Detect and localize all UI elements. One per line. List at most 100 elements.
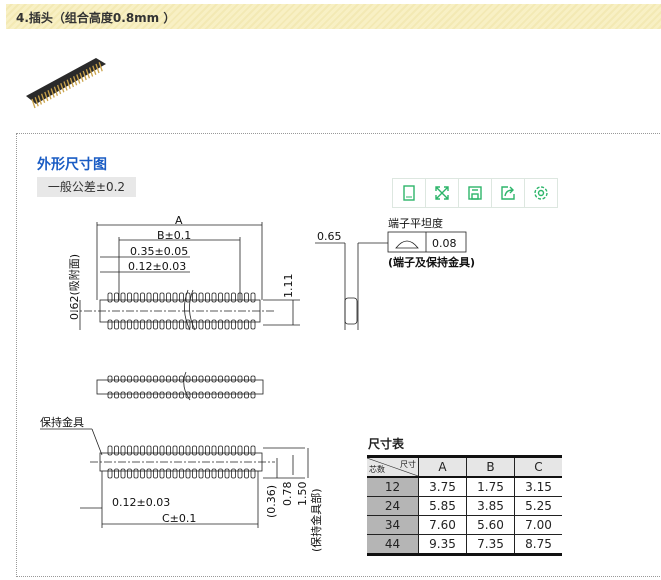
terminal-pin	[179, 375, 184, 383]
terminal-pin	[166, 468, 171, 479]
corner-row-label: 芯数	[369, 465, 385, 474]
product-pin	[63, 81, 68, 91]
terminal-pin	[185, 445, 191, 456]
terminal-pin	[218, 445, 223, 456]
column-header: A	[418, 456, 467, 478]
terminal-pin	[107, 319, 113, 330]
terminal-pin	[211, 468, 217, 479]
terminal-pin	[159, 319, 165, 330]
section-header-title: 4.插头（组合高度0.8mm ）	[16, 11, 176, 25]
share-button[interactable]	[492, 179, 525, 207]
tablet-icon	[403, 185, 415, 201]
product-pin	[76, 74, 81, 84]
terminal-pin	[127, 468, 132, 479]
terminal-pin	[231, 391, 236, 399]
terminal-pin	[172, 375, 178, 383]
terminal-pin	[172, 391, 178, 399]
terminal-pin	[224, 292, 230, 303]
table-header-row: 芯数 尺寸 A B C	[367, 456, 562, 478]
product-pin	[79, 72, 84, 82]
section-header: 4.插头（组合高度0.8mm ）	[6, 4, 661, 29]
terminal-pin	[237, 468, 243, 479]
terminal-pin	[185, 468, 191, 479]
product-pin	[60, 83, 65, 93]
product-image	[26, 58, 106, 109]
terminal-pin	[237, 445, 243, 456]
flatness-note: (端子及保持金具)	[388, 255, 475, 269]
product-pin	[95, 63, 100, 74]
terminal-pin	[224, 375, 230, 383]
terminal-pin	[120, 468, 126, 479]
terminal-pin	[192, 468, 197, 479]
terminal-pin	[205, 391, 210, 399]
product-pin	[37, 95, 43, 105]
terminal-pin	[192, 292, 197, 303]
terminal-pin	[185, 391, 191, 399]
terminal-pin	[172, 468, 178, 479]
dim-a: A	[175, 214, 183, 227]
product-pin	[88, 67, 94, 77]
terminal-pin	[198, 391, 204, 399]
cell-b: 1.75	[466, 477, 515, 497]
terminal-pin	[218, 391, 223, 399]
share-icon	[501, 186, 515, 200]
terminal-pin	[198, 292, 204, 303]
terminal-pin	[231, 445, 236, 456]
size-table-title: 尺寸表	[368, 437, 405, 451]
cell-a: 5.85	[418, 496, 467, 516]
terminal-pin	[107, 445, 113, 456]
terminal-pin	[120, 375, 126, 383]
terminal-pin	[153, 391, 158, 399]
tablet-view-button[interactable]	[393, 179, 426, 207]
product-pin	[66, 79, 71, 89]
terminal-pin	[172, 319, 178, 330]
product-pin	[34, 97, 39, 107]
corner-col-label: 尺寸	[400, 460, 416, 469]
terminal-pin	[140, 468, 145, 479]
settings-button[interactable]	[525, 179, 557, 207]
product-pin	[72, 76, 78, 86]
connector-front-view	[96, 379, 264, 395]
terminal-pin	[250, 468, 256, 479]
terminal-pin	[231, 319, 236, 330]
terminal-pin	[179, 292, 184, 303]
column-header: B	[466, 456, 515, 478]
drawing-toolbar	[392, 178, 558, 208]
cell-c: 3.15	[514, 477, 562, 497]
terminal-pin	[166, 391, 171, 399]
terminal-pin	[127, 445, 132, 456]
save-button[interactable]	[459, 179, 492, 207]
fullscreen-button[interactable]	[426, 179, 459, 207]
dim-111: 1.11	[282, 274, 295, 299]
terminal-pin	[133, 375, 139, 383]
terminal-pin	[114, 292, 119, 303]
cell-b: 3.85	[466, 496, 515, 516]
terminal-pin	[133, 391, 139, 399]
cell-b: 7.35	[466, 534, 515, 555]
terminal-pin	[205, 375, 210, 383]
dim-036: (0.36)	[265, 485, 278, 518]
terminal-pin	[127, 319, 132, 330]
product-pin	[47, 90, 52, 100]
product-pin	[56, 84, 62, 95]
terminal-pin	[205, 292, 210, 303]
terminal-pin	[146, 468, 152, 479]
dim-holder: (保持金具部)	[309, 488, 323, 552]
terminal-pin	[127, 375, 132, 383]
terminal-pin	[127, 292, 132, 303]
pin-count: 34	[367, 515, 419, 535]
product-pin	[50, 88, 55, 98]
terminal-pin	[140, 375, 145, 383]
column-header: C	[514, 456, 562, 478]
terminal-pin	[120, 445, 126, 456]
dim-pitch: 0.35±0.05	[130, 245, 188, 258]
terminal-pin	[237, 375, 243, 383]
terminal-pin	[250, 391, 256, 399]
terminal-pin	[133, 468, 139, 479]
terminal-pin	[114, 468, 119, 479]
terminal-pin	[250, 292, 256, 303]
terminal-pin	[140, 445, 145, 456]
terminal-pin	[224, 391, 230, 399]
